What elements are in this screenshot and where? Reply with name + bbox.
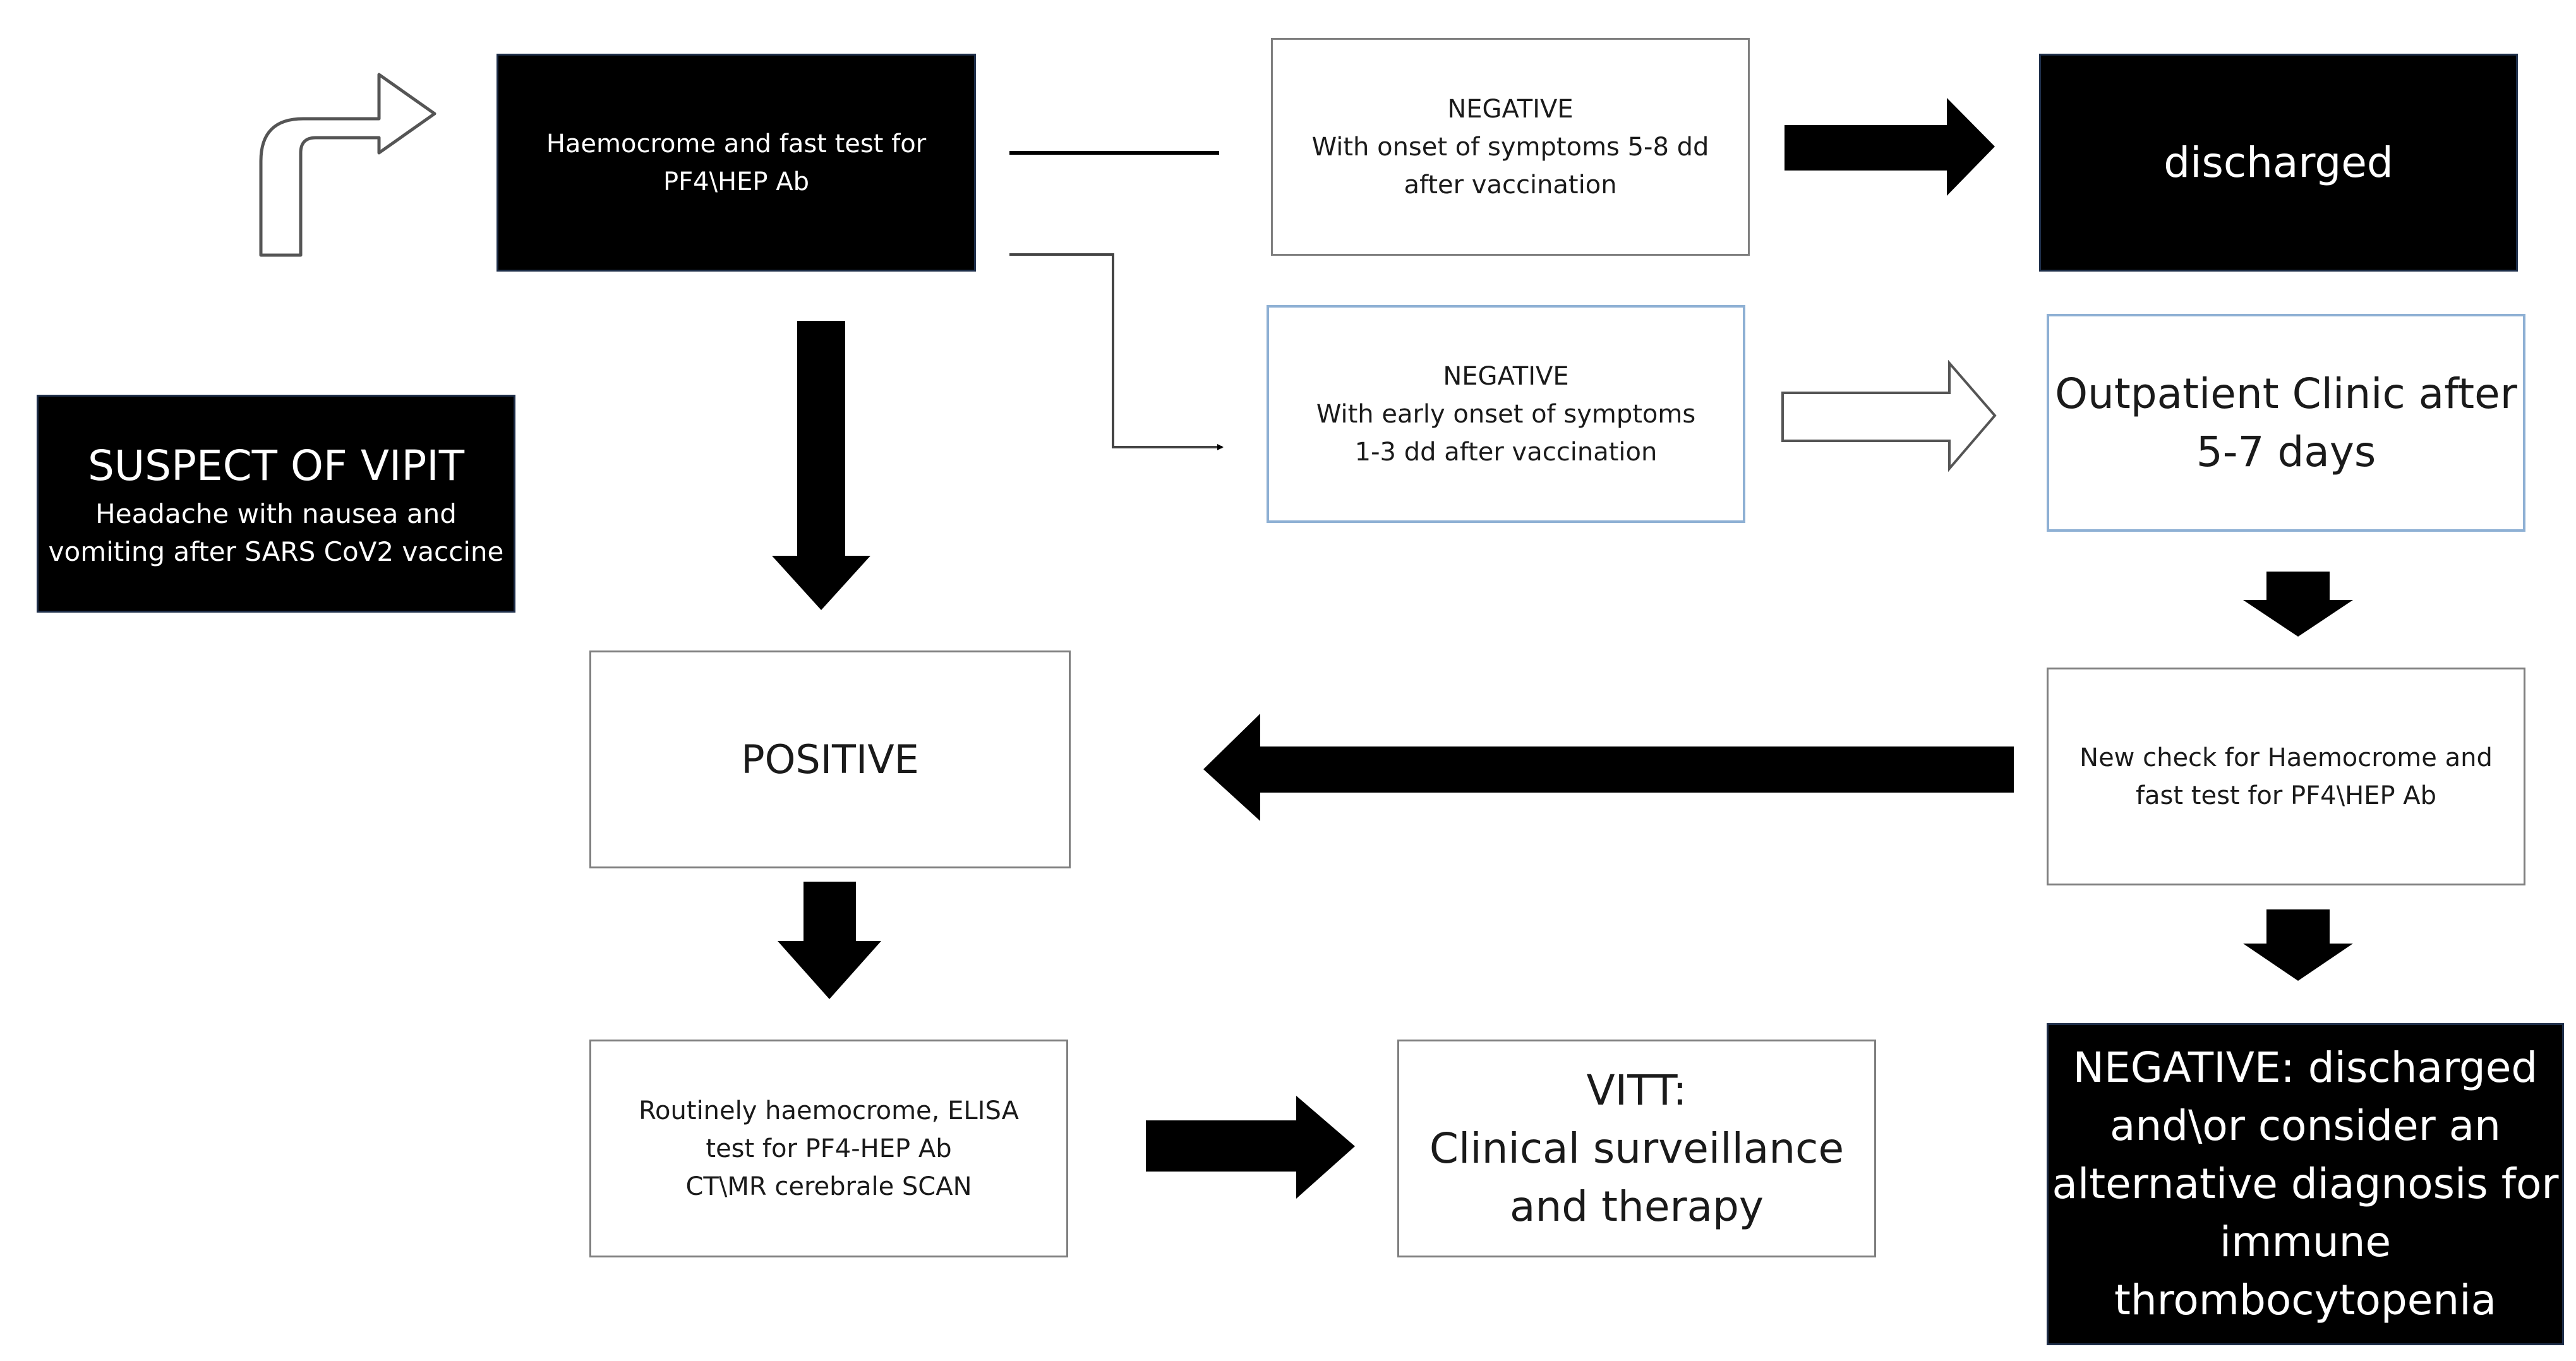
- positive-box: POSITIVE: [589, 651, 1071, 868]
- vitt-line-3: and therapy: [1510, 1182, 1764, 1231]
- negative-early-line-3: 1-3 dd after vaccination: [1354, 437, 1658, 467]
- final-negative-line-1: NEGATIVE: discharged: [2073, 1043, 2538, 1092]
- final-negative-line-2: and\or consider an: [2109, 1101, 2501, 1150]
- negative-early-onset-box: NEGATIVE With early onset of symptoms 1-…: [1267, 305, 1745, 523]
- routine-line-2: test for PF4-HEP Ab: [706, 1134, 952, 1163]
- vitt-line-2: Clinical surveillance: [1429, 1124, 1845, 1173]
- discharged-label: discharged: [2164, 138, 2393, 187]
- routine-line-1: Routinely haemocrome, ELISA: [639, 1096, 1019, 1125]
- outpatient-clinic-box: Outpatient Clinic after 5-7 days: [2047, 314, 2525, 532]
- final-negative-line-3: alternative diagnosis for: [2052, 1160, 2559, 1208]
- arrow-left-to-positive: [1203, 714, 2014, 821]
- new-check-line-2: fast test for PF4\HEP Ab: [2135, 781, 2437, 810]
- suspect-title: SUSPECT OF VIPIT: [87, 441, 465, 490]
- new-check-box: New check for Haemocrome and fast test f…: [2047, 668, 2525, 885]
- connector-to-negative-early: [1009, 253, 1224, 450]
- negative-late-line-2: With onset of symptoms 5-8 dd: [1311, 132, 1709, 162]
- new-check-line-1: New check for Haemocrome and: [2079, 743, 2493, 772]
- arrow-down-to-routine: [778, 882, 881, 999]
- final-negative-line-4: immune: [2219, 1218, 2392, 1266]
- routine-line-3: CT\MR cerebrale SCAN: [685, 1172, 972, 1201]
- bent-arrow-icon: [259, 73, 436, 257]
- positive-label: POSITIVE: [741, 736, 919, 782]
- arrow-down-to-new-check: [2243, 572, 2353, 637]
- negative-late-onset-box: NEGATIVE With onset of symptoms 5-8 dd a…: [1271, 38, 1750, 256]
- negative-late-line-3: after vaccination: [1404, 170, 1617, 200]
- final-negative-line-5: thrombocytopenia: [2114, 1276, 2497, 1324]
- routine-tests-box: Routinely haemocrome, ELISA test for PF4…: [589, 1040, 1068, 1257]
- arrow-right-to-vitt: [1146, 1096, 1355, 1199]
- final-negative-box: NEGATIVE: discharged and\or consider an …: [2047, 1023, 2564, 1345]
- arrow-right-to-discharged: [1785, 98, 1995, 196]
- outpatient-line-1: Outpatient Clinic after: [2055, 369, 2517, 418]
- negative-early-line-2: With early onset of symptoms: [1316, 399, 1696, 429]
- arrow-down-to-final-negative: [2243, 909, 2353, 981]
- discharged-box: discharged: [2039, 54, 2518, 272]
- vitt-line-1: VITT:: [1586, 1065, 1687, 1115]
- negative-early-heading: NEGATIVE: [1443, 361, 1569, 391]
- suspect-line-2: vomiting after SARS CoV2 vaccine: [48, 536, 504, 567]
- outpatient-line-2: 5-7 days: [2196, 427, 2376, 476]
- suspect-vipit-box: SUSPECT OF VIPIT Headache with nausea an…: [37, 395, 515, 613]
- vitt-box: VITT: Clinical surveillance and therapy: [1397, 1040, 1876, 1257]
- arrow-right-to-outpatient: [1781, 359, 1997, 472]
- initial-test-box: Haemocrome and fast test for PF4\HEP Ab: [497, 54, 976, 272]
- suspect-line-1: Headache with nausea and: [95, 498, 457, 529]
- arrow-down-to-positive: [772, 321, 870, 610]
- initial-test-line-1: Haemocrome and fast test for: [546, 129, 927, 159]
- negative-late-heading: NEGATIVE: [1447, 94, 1574, 124]
- initial-test-line-2: PF4\HEP Ab: [663, 167, 809, 196]
